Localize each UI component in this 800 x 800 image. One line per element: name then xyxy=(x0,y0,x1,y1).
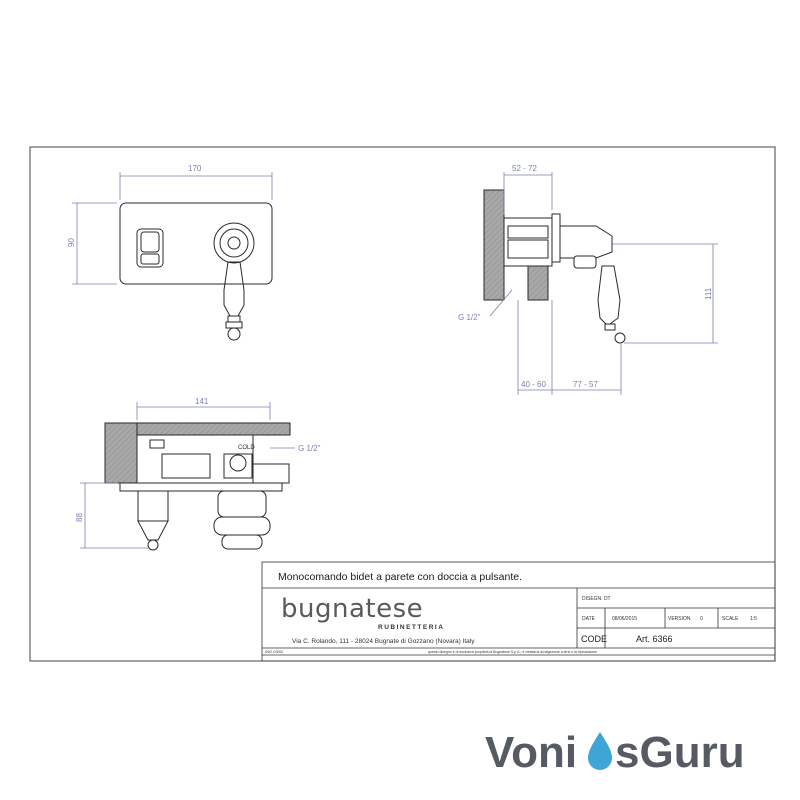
ownership-disclaimer: questo disegno è di esclusiva proprietà … xyxy=(428,650,597,654)
top-view xyxy=(104,422,291,551)
watermark-text-part2: sGuru xyxy=(615,728,745,777)
scale-label: SCALE xyxy=(722,616,739,622)
side-view xyxy=(483,189,626,344)
top-thread-label: G 1/2" xyxy=(298,444,321,453)
code-value: Art. 6366 xyxy=(636,634,673,644)
drawn-by: DISEGN. DT xyxy=(582,596,611,602)
product-description: Monocomando bidet a parete con doccia a … xyxy=(278,571,522,583)
version-value: 0 xyxy=(700,616,703,622)
brand-logo-name: bugnatese xyxy=(281,594,423,624)
front-view xyxy=(119,202,273,341)
drawing-frame xyxy=(29,146,776,662)
side-depth-dimension: 52 - 72 xyxy=(512,164,537,173)
side-bottom-right-dimension: 77 - 57 xyxy=(573,380,598,389)
side-dimensions xyxy=(489,172,718,395)
side-height-dimension: 111 xyxy=(704,287,713,300)
brand-logo-subtitle: RUBINETTERIA xyxy=(378,624,444,631)
cold-label: COLD xyxy=(238,445,255,451)
date-value: 08/06/2015 xyxy=(612,616,637,622)
code-label: CODE xyxy=(581,634,607,644)
watermark-logo: Voni sGuru xyxy=(485,728,745,777)
top-width-dimension: 141 xyxy=(195,397,209,406)
company-address: Via C. Rolando, 111 - 28024 Bugnate di G… xyxy=(292,638,475,645)
top-dimensions xyxy=(80,402,295,549)
front-width-dimension: 170 xyxy=(188,164,202,173)
front-height-dimension: 90 xyxy=(67,238,76,247)
sheet-reference: ING 03/02 xyxy=(265,649,284,654)
side-thread-label: G 1/2" xyxy=(458,313,481,322)
scale-value: 1:5 xyxy=(750,616,757,622)
side-bottom-left-dimension: 40 - 60 xyxy=(521,380,546,389)
front-dimensions xyxy=(72,172,273,285)
title-block xyxy=(261,561,776,662)
side-wall-hatch xyxy=(483,189,505,301)
date-label: DATE xyxy=(582,616,596,622)
top-height-dimension: 88 xyxy=(75,513,84,522)
version-label: VERSION xyxy=(668,616,691,622)
water-drop-icon xyxy=(588,732,612,770)
watermark-text-part1: Voni xyxy=(485,728,577,777)
